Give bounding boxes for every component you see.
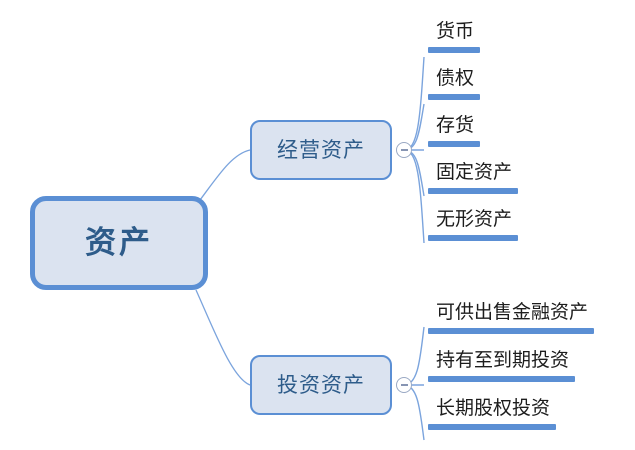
minus-glyph: [400, 384, 408, 386]
connector-operating-leaf-1: [403, 56, 425, 151]
root-node-label: 资产: [85, 224, 153, 261]
leaf-node[interactable]: 无形资产: [428, 210, 518, 241]
leaf-underline: [428, 424, 556, 430]
branch-node-operating-assets[interactable]: 经营资产: [250, 120, 392, 180]
connector-operating-leaf-5: [403, 149, 425, 244]
leaf-node[interactable]: 长期股权投资: [428, 399, 556, 430]
leaf-node[interactable]: 固定资产: [428, 163, 518, 194]
connector-investing-leaf-3: [403, 384, 425, 441]
leaf-node-label: 无形资产: [436, 208, 513, 230]
connector-investing-leaf-1: [403, 326, 425, 386]
leaf-underline: [428, 47, 480, 53]
minus-glyph: [400, 149, 408, 151]
root-node-assets[interactable]: 资产: [30, 196, 208, 290]
minus-circle-icon-operating[interactable]: [396, 142, 412, 158]
leaf-node-label: 债权: [436, 67, 475, 89]
leaf-node-label: 长期股权投资: [436, 397, 551, 419]
leaf-node-label: 存货: [436, 114, 475, 136]
minus-circle-icon-investing[interactable]: [396, 377, 412, 393]
leaf-underline: [428, 235, 518, 241]
leaf-node[interactable]: 债权: [428, 69, 480, 100]
connector-root-to-investing: [195, 289, 251, 386]
leaf-node[interactable]: 可供出售金融资产: [428, 303, 594, 334]
leaf-node[interactable]: 货币: [428, 22, 480, 53]
leaf-node[interactable]: 存货: [428, 116, 480, 147]
leaf-node-label: 固定资产: [436, 161, 513, 183]
leaf-node[interactable]: 持有至到期投资: [428, 351, 575, 382]
leaf-underline: [428, 328, 594, 334]
leaf-underline: [428, 188, 518, 194]
branch-node-label: 投资资产: [277, 372, 365, 397]
branch-node-investing-assets[interactable]: 投资资产: [250, 355, 392, 415]
branch-node-label: 经营资产: [277, 137, 365, 162]
leaf-node-label: 货币: [436, 20, 475, 42]
connector-root-to-operating: [199, 149, 251, 201]
leaf-node-label: 持有至到期投资: [436, 349, 570, 371]
leaf-underline: [428, 376, 575, 382]
leaf-underline: [428, 94, 480, 100]
leaf-underline: [428, 141, 480, 147]
leaf-node-label: 可供出售金融资产: [436, 301, 589, 323]
